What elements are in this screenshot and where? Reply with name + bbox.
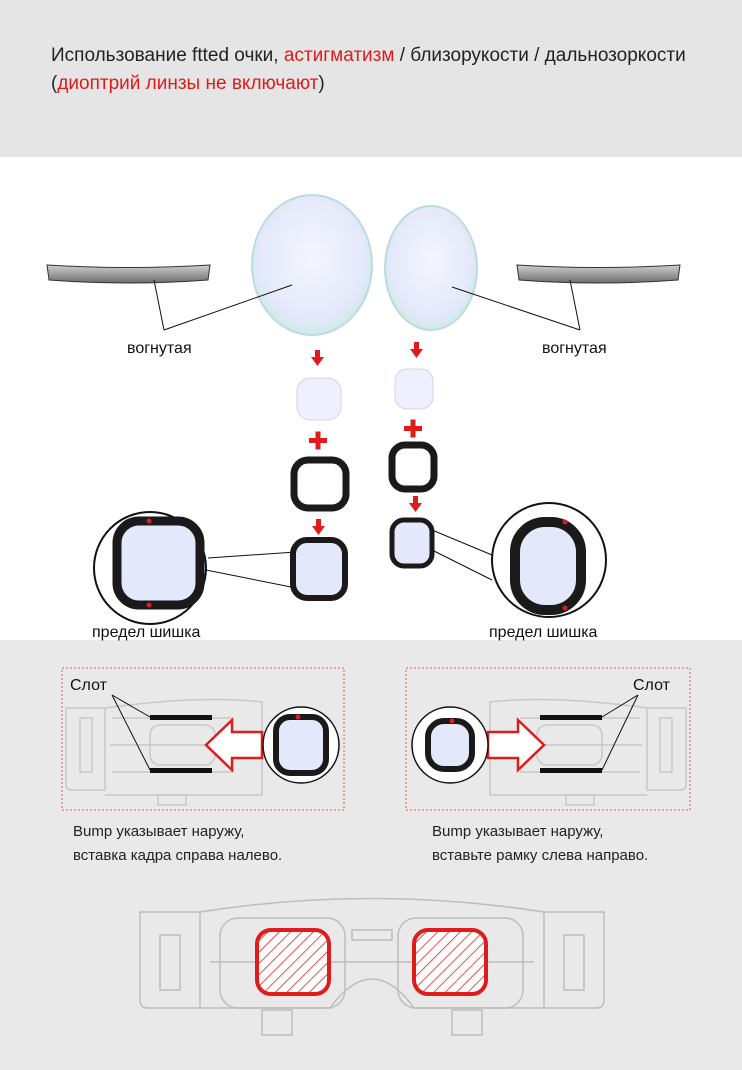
caption-right-line2: вставьте рамку слева направо. — [432, 847, 649, 864]
page-heading: Использование ftted очки, астигматизм / … — [51, 42, 731, 98]
heading-text-2: / близорукости / дальнозоркости — [394, 45, 686, 66]
label-concave-right: вогнутая — [542, 340, 607, 357]
slot-bar-bottom-left — [150, 768, 212, 773]
label-limit-bump-right: предел шишка — [489, 624, 598, 641]
lens-large-right — [384, 205, 478, 331]
arrow-left-outline-icon — [204, 717, 264, 773]
slot-diagram-left-box — [61, 667, 345, 811]
concave-piece-left — [46, 264, 211, 284]
magnifier-right — [431, 502, 607, 618]
arrow-down-icon — [312, 519, 325, 535]
lens-slot-highlight-left — [255, 928, 331, 996]
insert-frame-left — [273, 714, 329, 776]
lens-cut-right — [394, 368, 434, 410]
plus-icon — [404, 419, 422, 438]
instruction-panel — [0, 640, 742, 1070]
concave-piece-right — [516, 264, 681, 284]
headset-front-view — [139, 897, 605, 1036]
magnifier-left — [93, 511, 297, 625]
arrow-down-icon — [410, 342, 423, 358]
lens-cut-left — [296, 377, 342, 421]
arrow-down-icon — [409, 496, 422, 512]
lens-large-left — [251, 194, 373, 336]
caption-right: Bump указывает наружу, вставьте рамку сл… — [432, 820, 648, 868]
plus-icon — [309, 431, 327, 450]
lens-assembled-right — [389, 517, 435, 569]
label-slot-right: Слот — [633, 677, 670, 694]
label-limit-bump-left: предел шишка — [92, 624, 201, 641]
label-concave-left: вогнутая — [127, 340, 192, 357]
top-banner — [0, 0, 742, 157]
caption-left-line1: Bump указывает наружу, — [73, 823, 245, 840]
lens-slot-highlight-right — [412, 928, 488, 996]
heading-text: Использование ftted очки, — [51, 45, 284, 66]
slot-diagram-right-box — [405, 667, 691, 811]
caption-left: Bump указывает наружу, вставка кадра спр… — [73, 820, 282, 868]
slot-bar-bottom-right — [540, 768, 602, 773]
lens-assembled-left — [290, 537, 348, 601]
label-slot-left: Слот — [70, 677, 107, 694]
arrow-right-outline-icon — [486, 717, 546, 773]
arrow-down-icon — [311, 350, 324, 366]
frame-empty-right — [388, 441, 438, 493]
heading-paren-open: ( — [51, 73, 58, 94]
caption-right-line1: Bump указывает наружу, — [432, 823, 604, 840]
heading-note: диоптрий линзы не включают — [57, 73, 319, 94]
frame-empty-left — [290, 456, 350, 512]
slot-bar-top-right — [540, 715, 602, 720]
heading-astigmatism: астигматизм — [283, 45, 395, 66]
insert-frame-right — [425, 718, 475, 772]
caption-left-line2: вставка кадра справа налево. — [73, 847, 283, 864]
slot-bar-top-left — [150, 715, 212, 720]
heading-paren-close: ) — [318, 73, 325, 94]
